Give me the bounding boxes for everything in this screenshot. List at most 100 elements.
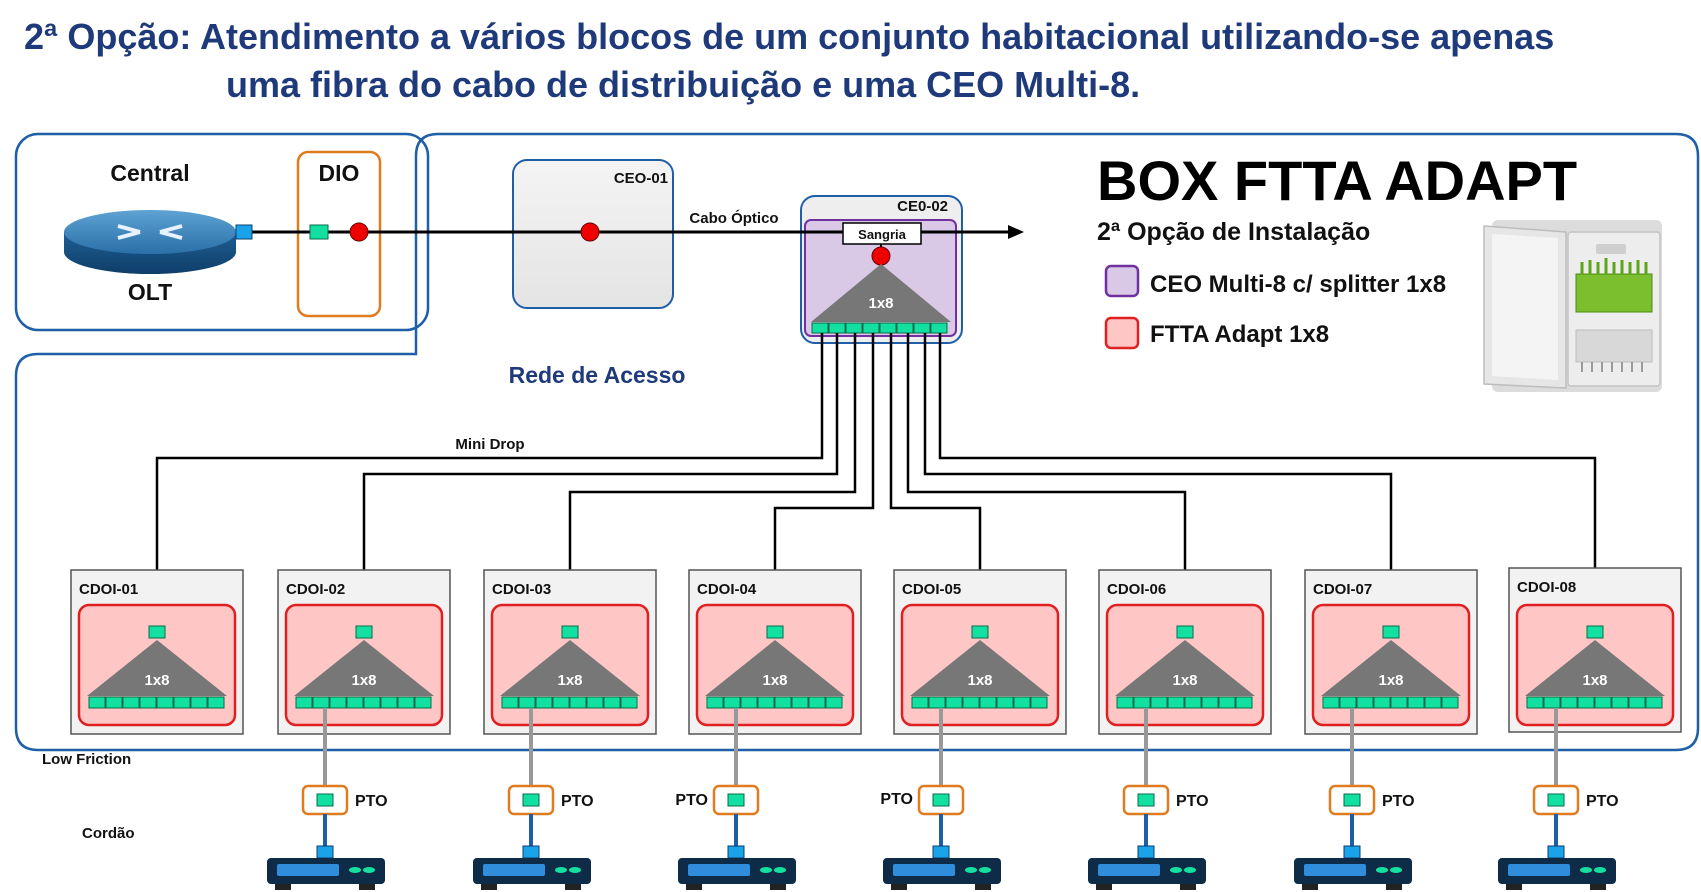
cdoi-label: CDOI-08 — [1517, 579, 1576, 596]
ftta-output-port — [1577, 696, 1595, 709]
ftta-output-port — [1441, 696, 1459, 709]
ftta-splitter-label: 1x8 — [1172, 672, 1197, 689]
ftta-output-port — [757, 696, 775, 709]
ftta-output-port — [363, 696, 381, 709]
ftta-output-port — [1184, 696, 1202, 709]
ftta-output-port — [1424, 696, 1442, 709]
ftta-output-port — [911, 696, 929, 709]
dio-label: DIO — [319, 160, 360, 186]
ftta-output-port — [207, 696, 225, 709]
olt-icon — [64, 210, 236, 274]
ftta-output-port — [723, 696, 741, 709]
ftta-output-port — [1150, 696, 1168, 709]
ftta-input-connector — [1176, 625, 1194, 639]
ftta-input-connector — [766, 625, 784, 639]
ftta-output-port — [312, 696, 330, 709]
ftta-output-port — [329, 696, 347, 709]
cdoi-label: CDOI-02 — [286, 581, 345, 598]
ftta-splitter — [910, 640, 1050, 696]
ont-port — [1137, 845, 1155, 859]
ftta-output-port — [88, 696, 106, 709]
pto-label: PTO — [1586, 793, 1619, 810]
ftta-output-port — [295, 696, 313, 709]
ftta-output-port — [535, 696, 553, 709]
ftta-output-port — [173, 696, 191, 709]
box-title: BOX FTTA ADAPT — [1097, 149, 1577, 212]
ftta-output-port — [1628, 696, 1646, 709]
title-line-1: 2ª Opção: Atendimento a vários blocos de… — [24, 16, 1555, 57]
pto-connector — [316, 793, 334, 807]
legend-label-ftta: FTTA Adapt 1x8 — [1150, 321, 1329, 348]
ont-port — [316, 845, 334, 859]
ftta-output-port — [996, 696, 1014, 709]
cdoi-label: CDOI-04 — [697, 581, 757, 598]
ont-icon — [1498, 858, 1616, 890]
pto-label: PTO — [1382, 793, 1415, 810]
ftta-splitter — [87, 640, 227, 696]
pto-label: PTO — [1176, 793, 1209, 810]
ont-icon — [267, 858, 385, 890]
ftta-splitter-label: 1x8 — [144, 672, 169, 689]
pto-connector — [727, 793, 745, 807]
ftta-output-port — [380, 696, 398, 709]
ftta-output-port — [791, 696, 809, 709]
mini-drop-cable — [155, 333, 824, 626]
rede-acesso-label: Rede de Acesso — [509, 362, 686, 388]
ftta-output-port — [397, 696, 415, 709]
ont-port — [1547, 845, 1565, 859]
mini-drop-cable — [938, 333, 1597, 626]
ceo02-label: CE0-02 — [897, 198, 948, 215]
ftta-splitter-label: 1x8 — [762, 672, 787, 689]
ftta-output-port — [825, 696, 843, 709]
ftta-output-port — [139, 696, 157, 709]
ftta-output-port — [979, 696, 997, 709]
ceo02-splitter-label: 1x8 — [868, 295, 893, 312]
ceo02-output-port — [930, 322, 948, 334]
ftta-output-port — [945, 696, 963, 709]
cdoi-label: CDOI-06 — [1107, 581, 1166, 598]
low-friction-label: Low Friction — [42, 751, 131, 768]
ftta-output-port — [1116, 696, 1134, 709]
ceo02-splitter — [811, 264, 951, 322]
mini-drop-cable — [773, 333, 875, 626]
ftta-splitter-label: 1x8 — [351, 672, 376, 689]
ceo02-splitter-ports — [811, 322, 948, 334]
ftta-output-port — [1526, 696, 1544, 709]
ftta-output-port — [774, 696, 792, 709]
cabo-optico-label: Cabo Óptico — [689, 209, 778, 227]
ont-port — [522, 845, 540, 859]
ftta-output-port — [1339, 696, 1357, 709]
ftta-output-port — [1645, 696, 1663, 709]
dio-box — [296, 150, 382, 318]
ont-icon — [1294, 858, 1412, 890]
pto-connector — [932, 793, 950, 807]
cdoi-units: CDOI-011x8CDOI-021x8PTOCDOI-031x8PTOCDOI… — [70, 567, 1682, 890]
olt-label: OLT — [128, 279, 172, 305]
ftta-splitter-label: 1x8 — [967, 672, 992, 689]
title-line-2: uma fibra do cabo de distribuição e uma … — [226, 64, 1141, 105]
cdoi-label: CDOI-01 — [79, 581, 138, 598]
legend-swatch-ftta — [1104, 316, 1140, 350]
ftta-output-port — [1407, 696, 1425, 709]
ftta-splitter — [1115, 640, 1255, 696]
pto-label: PTO — [561, 793, 594, 810]
ftta-output-port — [603, 696, 621, 709]
pto-connector — [1547, 793, 1565, 807]
ceo02-output-port — [811, 322, 829, 334]
ftta-output-port — [1356, 696, 1374, 709]
ftta-output-port — [569, 696, 587, 709]
ftta-output-port — [962, 696, 980, 709]
ftta-output-port — [706, 696, 724, 709]
ftta-output-port — [346, 696, 364, 709]
pto-label: PTO — [880, 791, 913, 808]
pto-connector — [522, 793, 540, 807]
sangria-label: Sangria — [858, 227, 906, 242]
dio-connector — [309, 224, 329, 240]
